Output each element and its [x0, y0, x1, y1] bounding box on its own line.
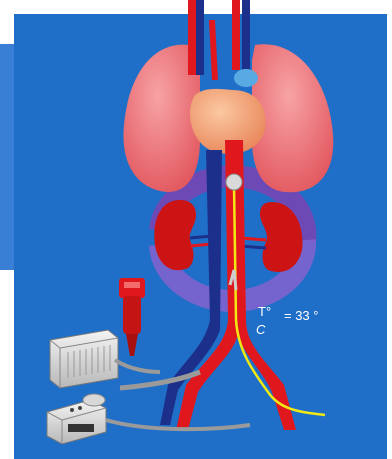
temperature-unit: C — [256, 322, 265, 337]
temperature-symbol: T° — [258, 304, 271, 319]
console-icon — [50, 330, 160, 388]
controller-icon — [47, 394, 250, 444]
temperature-value: = 33 ° — [284, 308, 318, 323]
great-vessels-icon — [188, 0, 258, 87]
balloon-pump-icon — [119, 278, 145, 356]
